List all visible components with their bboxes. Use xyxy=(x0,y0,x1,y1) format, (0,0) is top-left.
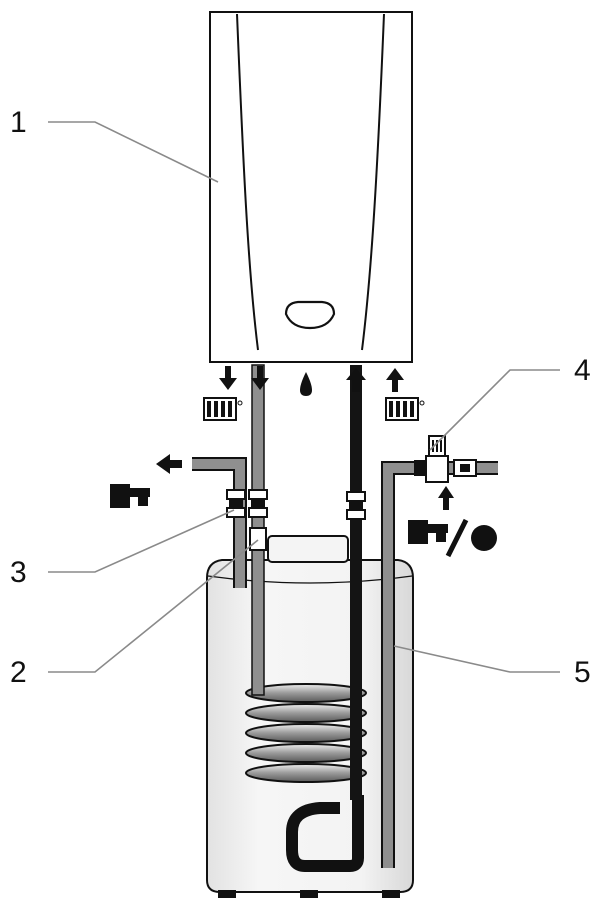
callout-4: 4 xyxy=(574,354,591,387)
callout-5: 5 xyxy=(574,656,591,689)
pipe-fittings xyxy=(226,489,366,551)
hot-tap-icon xyxy=(110,484,150,508)
check-valve-icon xyxy=(414,435,477,483)
water-drop-icon xyxy=(300,372,312,396)
callout-3: 3 xyxy=(10,556,27,589)
boiler-display-window xyxy=(284,300,336,330)
arrow-icon xyxy=(156,366,454,510)
callout-2: 2 xyxy=(10,656,27,689)
cold-supply-dot-icon xyxy=(471,525,497,551)
mains-water-icon xyxy=(408,518,497,558)
radiator-icon xyxy=(203,397,425,421)
cold-inlet-tube xyxy=(286,795,364,872)
leader-lines xyxy=(48,121,560,673)
boiler-unit xyxy=(209,11,413,363)
heating-coil xyxy=(245,683,367,783)
callout-1: 1 xyxy=(10,106,27,139)
